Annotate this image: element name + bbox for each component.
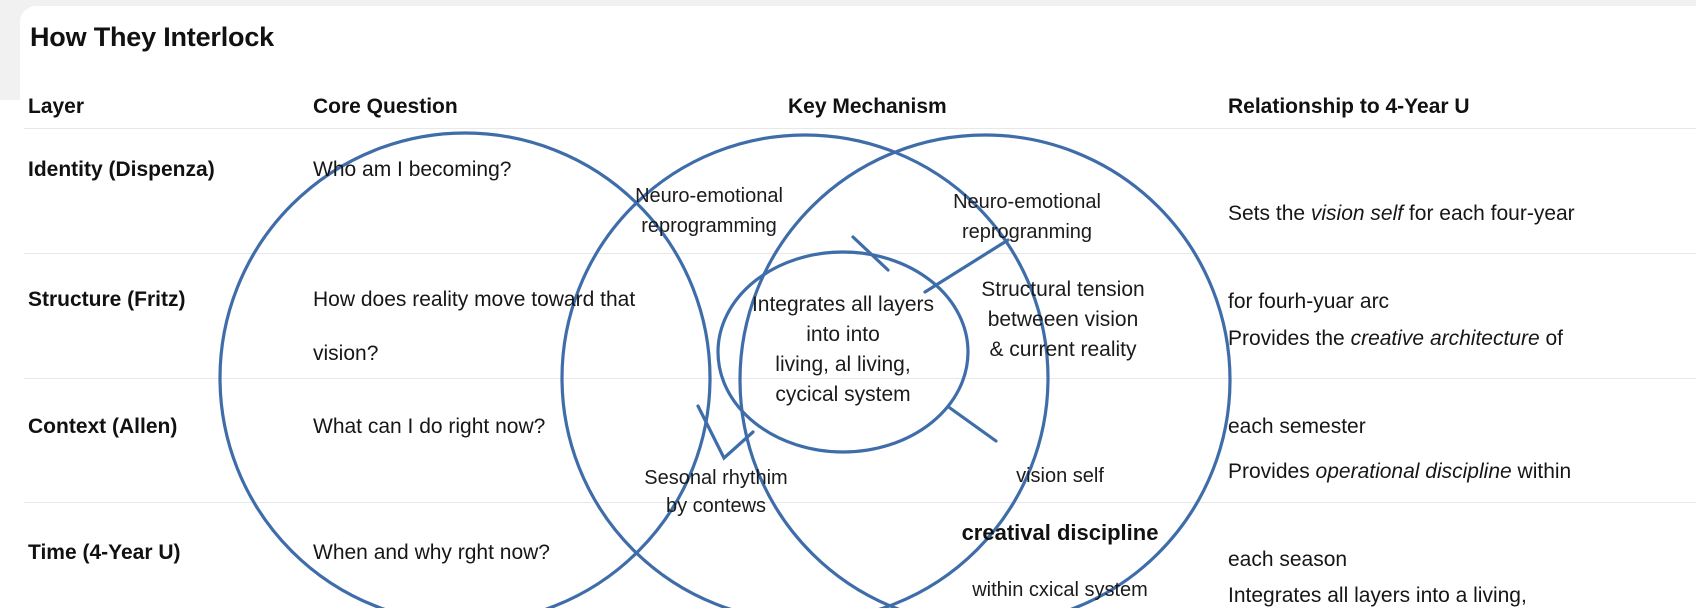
- row-question-context: What can I do right now?: [313, 415, 546, 438]
- row-relationship-time: Integrates all layers into a living, cyc…: [1228, 530, 1527, 608]
- venn-label-neuro-right: Neuro-emotional reprogranming: [953, 191, 1101, 243]
- row-relationship-identity: Sets the vision self for each four-year …: [1228, 148, 1575, 368]
- venn-label-structural-tension: Structural tension betweeen vision & cur…: [981, 278, 1145, 361]
- row-layer-context: Context (Allen): [28, 415, 178, 438]
- relationship-line: Provides operational discipline within: [1228, 460, 1572, 483]
- venn-label-center: Integrates all layers into into living, …: [751, 293, 935, 406]
- table-divider: [24, 128, 1696, 129]
- venn-label-neuro-left: Neuro-emotional reprogramming: [635, 185, 783, 237]
- relationship-line: each season: [1228, 548, 1348, 571]
- column-header-layer: Layer: [28, 95, 85, 118]
- row-layer-structure: Structure (Fritz): [28, 288, 186, 311]
- column-header-core-question: Core Question: [313, 95, 458, 118]
- venn-label-seasonal-rhythm: Sesonal rhythim by contews: [644, 467, 788, 517]
- row-layer-time: Time (4-Year U): [28, 541, 181, 564]
- venn-label-line: vision self: [1016, 465, 1104, 487]
- row-relationship-structure: Provides the creative architecture of ea…: [1228, 273, 1563, 493]
- column-header-relationship: Relationship to 4-Year U: [1228, 95, 1470, 118]
- relationship-line: for fourh-yuar arc: [1228, 290, 1390, 313]
- relationship-line: each semester: [1228, 415, 1366, 438]
- row-question-time: When and why rght now?: [313, 541, 550, 564]
- relationship-line: Sets the vision self for each four-year: [1228, 202, 1575, 225]
- row-layer-identity: Identity (Dispenza): [28, 158, 215, 181]
- row-question-structure: How does reality move toward that vision…: [313, 288, 636, 365]
- page-card-left-fill: [0, 100, 24, 608]
- page-title: How They Interlock: [30, 22, 274, 52]
- row-relationship-context: Provides operational discipline within e…: [1228, 406, 1571, 608]
- venn-label-line: within cxical system: [972, 579, 1148, 601]
- venn-label-vision-discipline: vision self creatival discipline within …: [962, 434, 1159, 608]
- relationship-line: Integrates all layers into a living,: [1228, 584, 1527, 607]
- column-header-key-mechanism: Key Mechanism: [788, 95, 947, 118]
- row-question-identity: Who am I becoming?: [313, 158, 512, 181]
- venn-label-line: creatival discipline: [961, 520, 1159, 545]
- relationship-line: Provides the creative architecture of: [1228, 327, 1564, 350]
